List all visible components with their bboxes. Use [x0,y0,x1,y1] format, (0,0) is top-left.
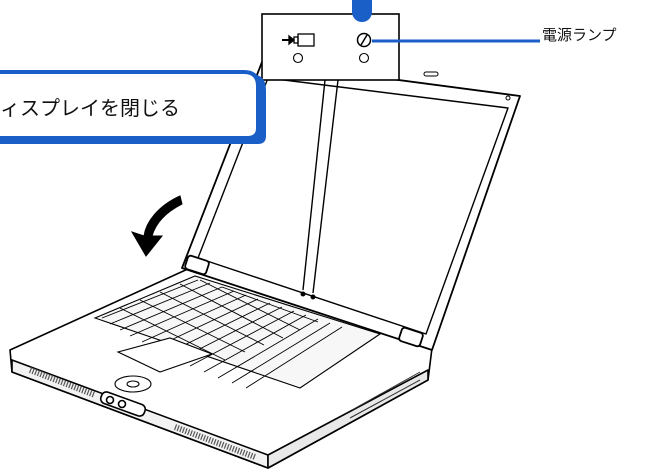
keyboard [93,275,382,393]
callout-box [0,70,266,144]
battery-lamp [292,52,304,64]
power-lamp [358,52,370,64]
close-arrow-icon [130,195,183,257]
power-icon [356,32,372,48]
power-lamp-label: 電源ランプ [542,26,617,44]
battery-charge-icon [282,33,315,47]
indicator-panel [261,0,540,294]
callout-label: ィスプレイを閉じる [0,96,180,120]
display-lid [181,61,521,351]
